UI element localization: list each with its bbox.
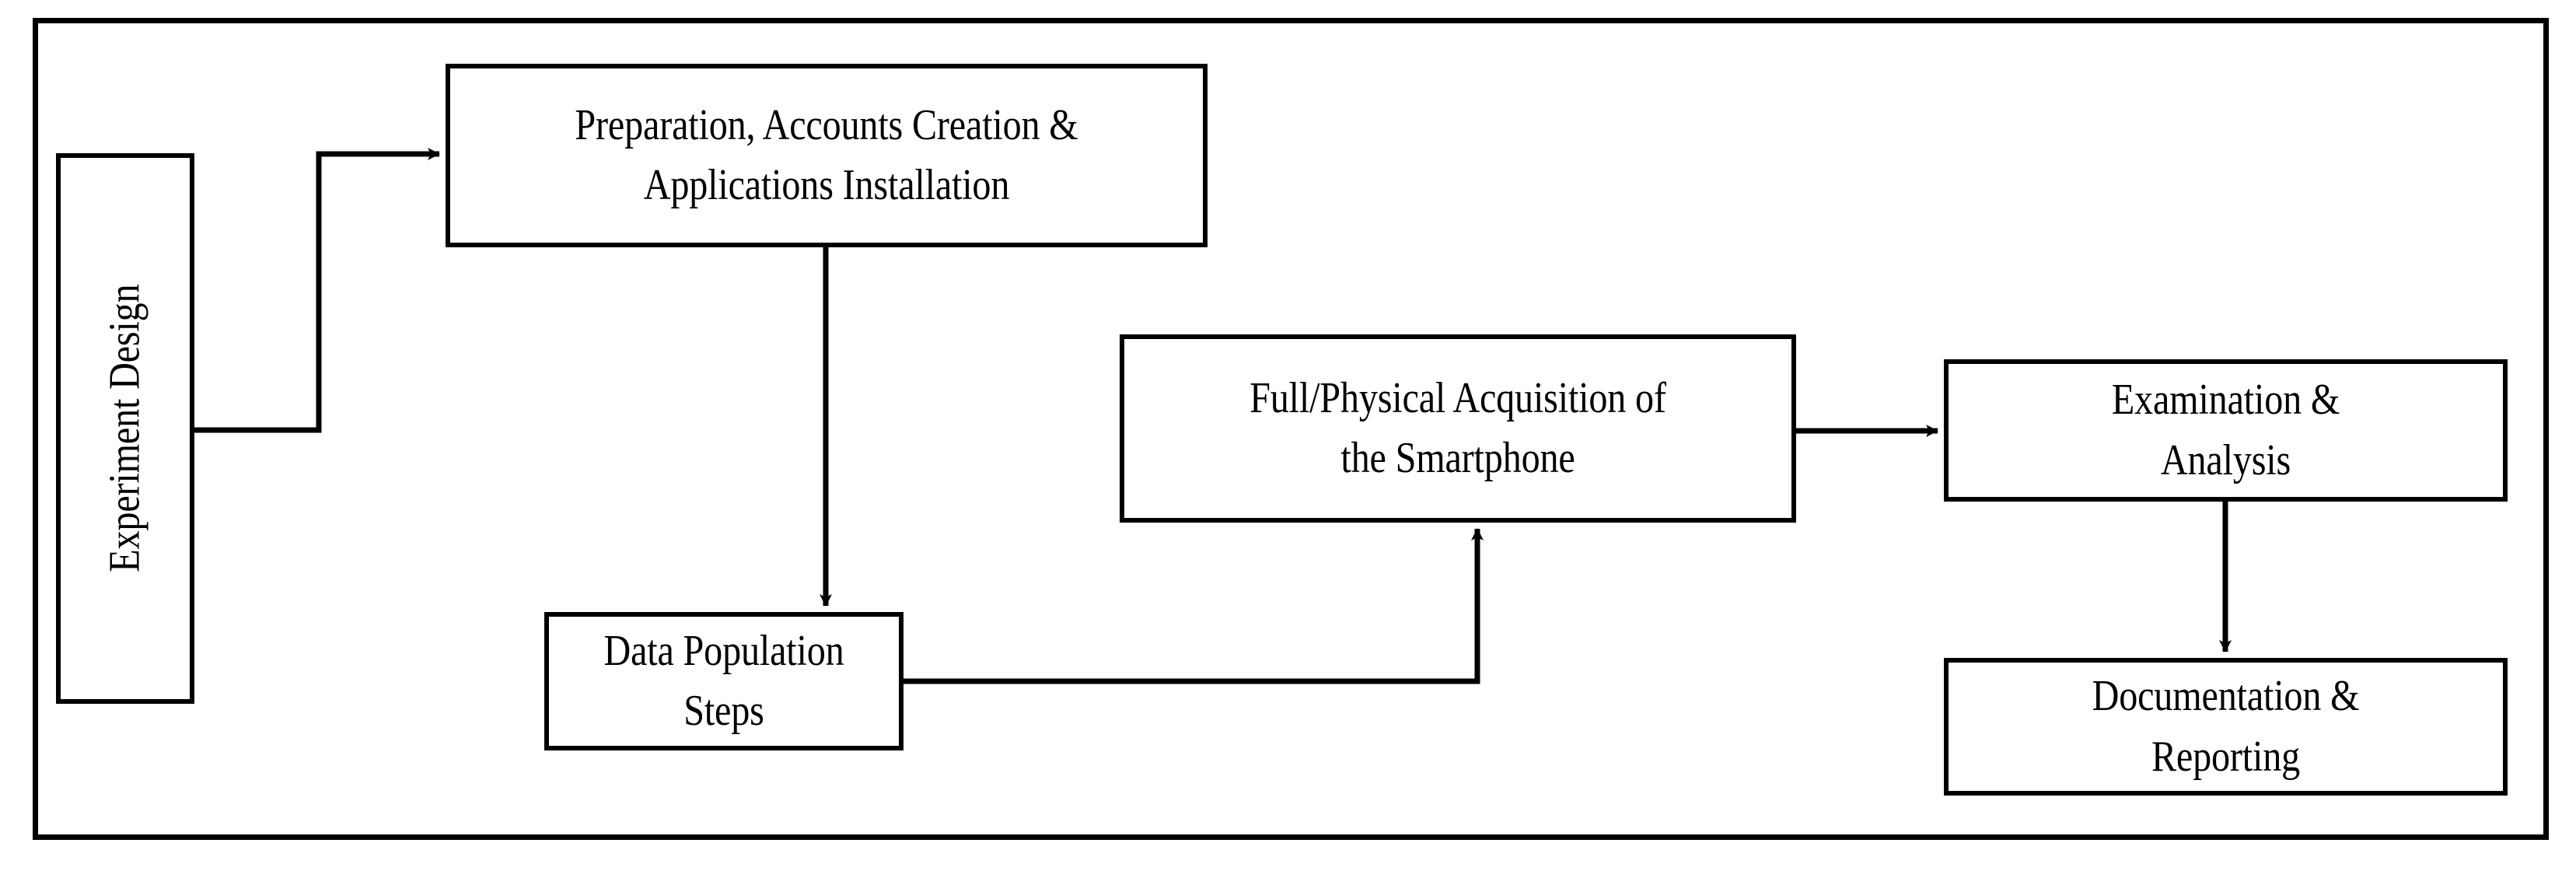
node-acquisition-label: Full/Physical Acquisition of the Smartph… (1250, 373, 1666, 482)
node-experiment-design-label: Experiment Design (100, 284, 149, 573)
node-examination[interactable]: Examination & Analysis (1944, 359, 2508, 502)
node-examination-label: Examination & Analysis (2111, 376, 2340, 484)
node-experiment-design[interactable]: Experiment Design (56, 153, 194, 704)
node-data-population[interactable]: Data Population Steps (544, 612, 904, 750)
node-documentation[interactable]: Documentation & Reporting (1944, 658, 2508, 796)
node-documentation-label: Documentation & Reporting (2092, 672, 2360, 781)
node-data-population-label: Data Population Steps (603, 626, 844, 735)
node-preparation[interactable]: Preparation, Accounts Creation & Applica… (446, 64, 1208, 247)
node-acquisition[interactable]: Full/Physical Acquisition of the Smartph… (1120, 334, 1796, 523)
node-experiment-design-rotator: Experiment Design (95, 261, 155, 596)
node-preparation-label: Preparation, Accounts Creation & Applica… (575, 100, 1078, 209)
